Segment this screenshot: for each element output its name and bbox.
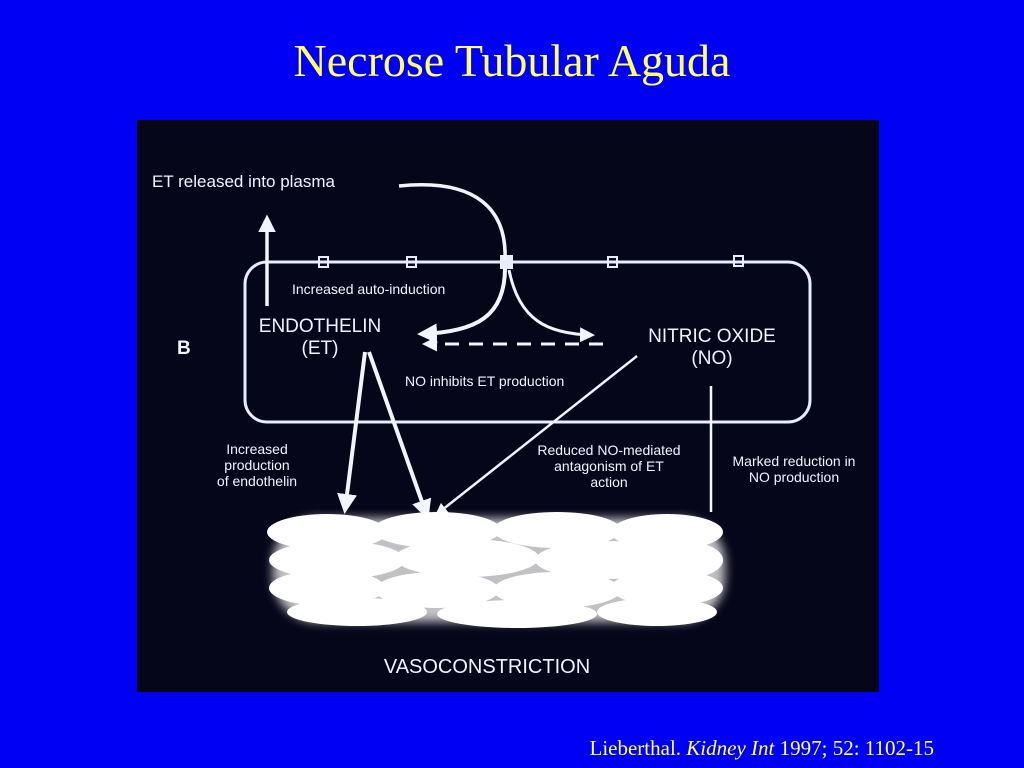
nitric-oxide-name: NITRIC OXIDE bbox=[648, 326, 776, 347]
plasma-return-curve bbox=[398, 183, 507, 261]
auto-induction-label: Increased auto-induction bbox=[292, 281, 446, 297]
no-to-muscle-arrow bbox=[435, 355, 638, 516]
nitric-oxide-abbrev: (NO) bbox=[691, 347, 733, 369]
slide-title: Necrose Tubular Aguda bbox=[293, 35, 731, 86]
endothelin-label: ENDOTHELIN (ET) bbox=[245, 316, 395, 360]
increased-production-line-3: of endothelin bbox=[216, 473, 298, 490]
diagram-figure: ET released into plasma Increased auto-i… bbox=[137, 120, 879, 692]
receptor-box-4 bbox=[607, 256, 618, 268]
et-to-muscle-arrow-1 bbox=[337, 351, 367, 514]
reduced-no-label: Reduced NO-mediated antagonism of ET act… bbox=[529, 442, 689, 490]
vasoconstriction-label: VASOCONSTRICTION bbox=[383, 656, 591, 678]
et-released-label: ET released into plasma bbox=[152, 172, 336, 191]
no-inhibits-label: NO inhibits ET production bbox=[405, 373, 565, 389]
auto-induction-arrow bbox=[417, 267, 507, 344]
citation-journal: Kidney Int bbox=[686, 736, 775, 760]
reduced-no-line-1: Reduced NO-mediated bbox=[537, 442, 681, 458]
smooth-muscle-cells bbox=[267, 512, 725, 628]
marked-reduction-label: Marked reduction in NO production bbox=[719, 453, 869, 485]
marked-reduction-line-2: NO production bbox=[748, 469, 840, 486]
diagram-graphics bbox=[243, 183, 812, 628]
citation-details: 1997; 52: 1102-15 bbox=[779, 736, 934, 760]
no-branch-arrow bbox=[507, 269, 595, 343]
nitric-oxide-label: NITRIC OXIDE (NO) bbox=[627, 326, 797, 370]
reduced-no-line-3: action bbox=[590, 474, 628, 491]
endothelin-name: ENDOTHELIN bbox=[258, 316, 382, 337]
receptor-box-2 bbox=[406, 256, 417, 268]
increased-production-line-2: production bbox=[224, 457, 290, 474]
marked-reduction-line-1: Marked reduction in bbox=[732, 453, 856, 469]
reduced-no-line-2: antagonism of ET bbox=[554, 458, 664, 475]
endothelial-cell-outline bbox=[243, 260, 812, 424]
et-to-muscle-arrow-2 bbox=[367, 351, 432, 520]
increased-production-label: Increased production of endothelin bbox=[197, 441, 317, 489]
panel-letter: B bbox=[177, 338, 191, 359]
receptor-box-1 bbox=[318, 256, 329, 268]
increased-production-line-1: Increased bbox=[226, 441, 288, 457]
endothelin-abbrev: (ET) bbox=[301, 337, 339, 359]
citation: Lieberthal. Kidney Int 1997; 52: 1102-15 bbox=[590, 736, 935, 761]
receptor-box-5 bbox=[733, 255, 744, 267]
citation-author: Lieberthal. bbox=[589, 736, 682, 760]
